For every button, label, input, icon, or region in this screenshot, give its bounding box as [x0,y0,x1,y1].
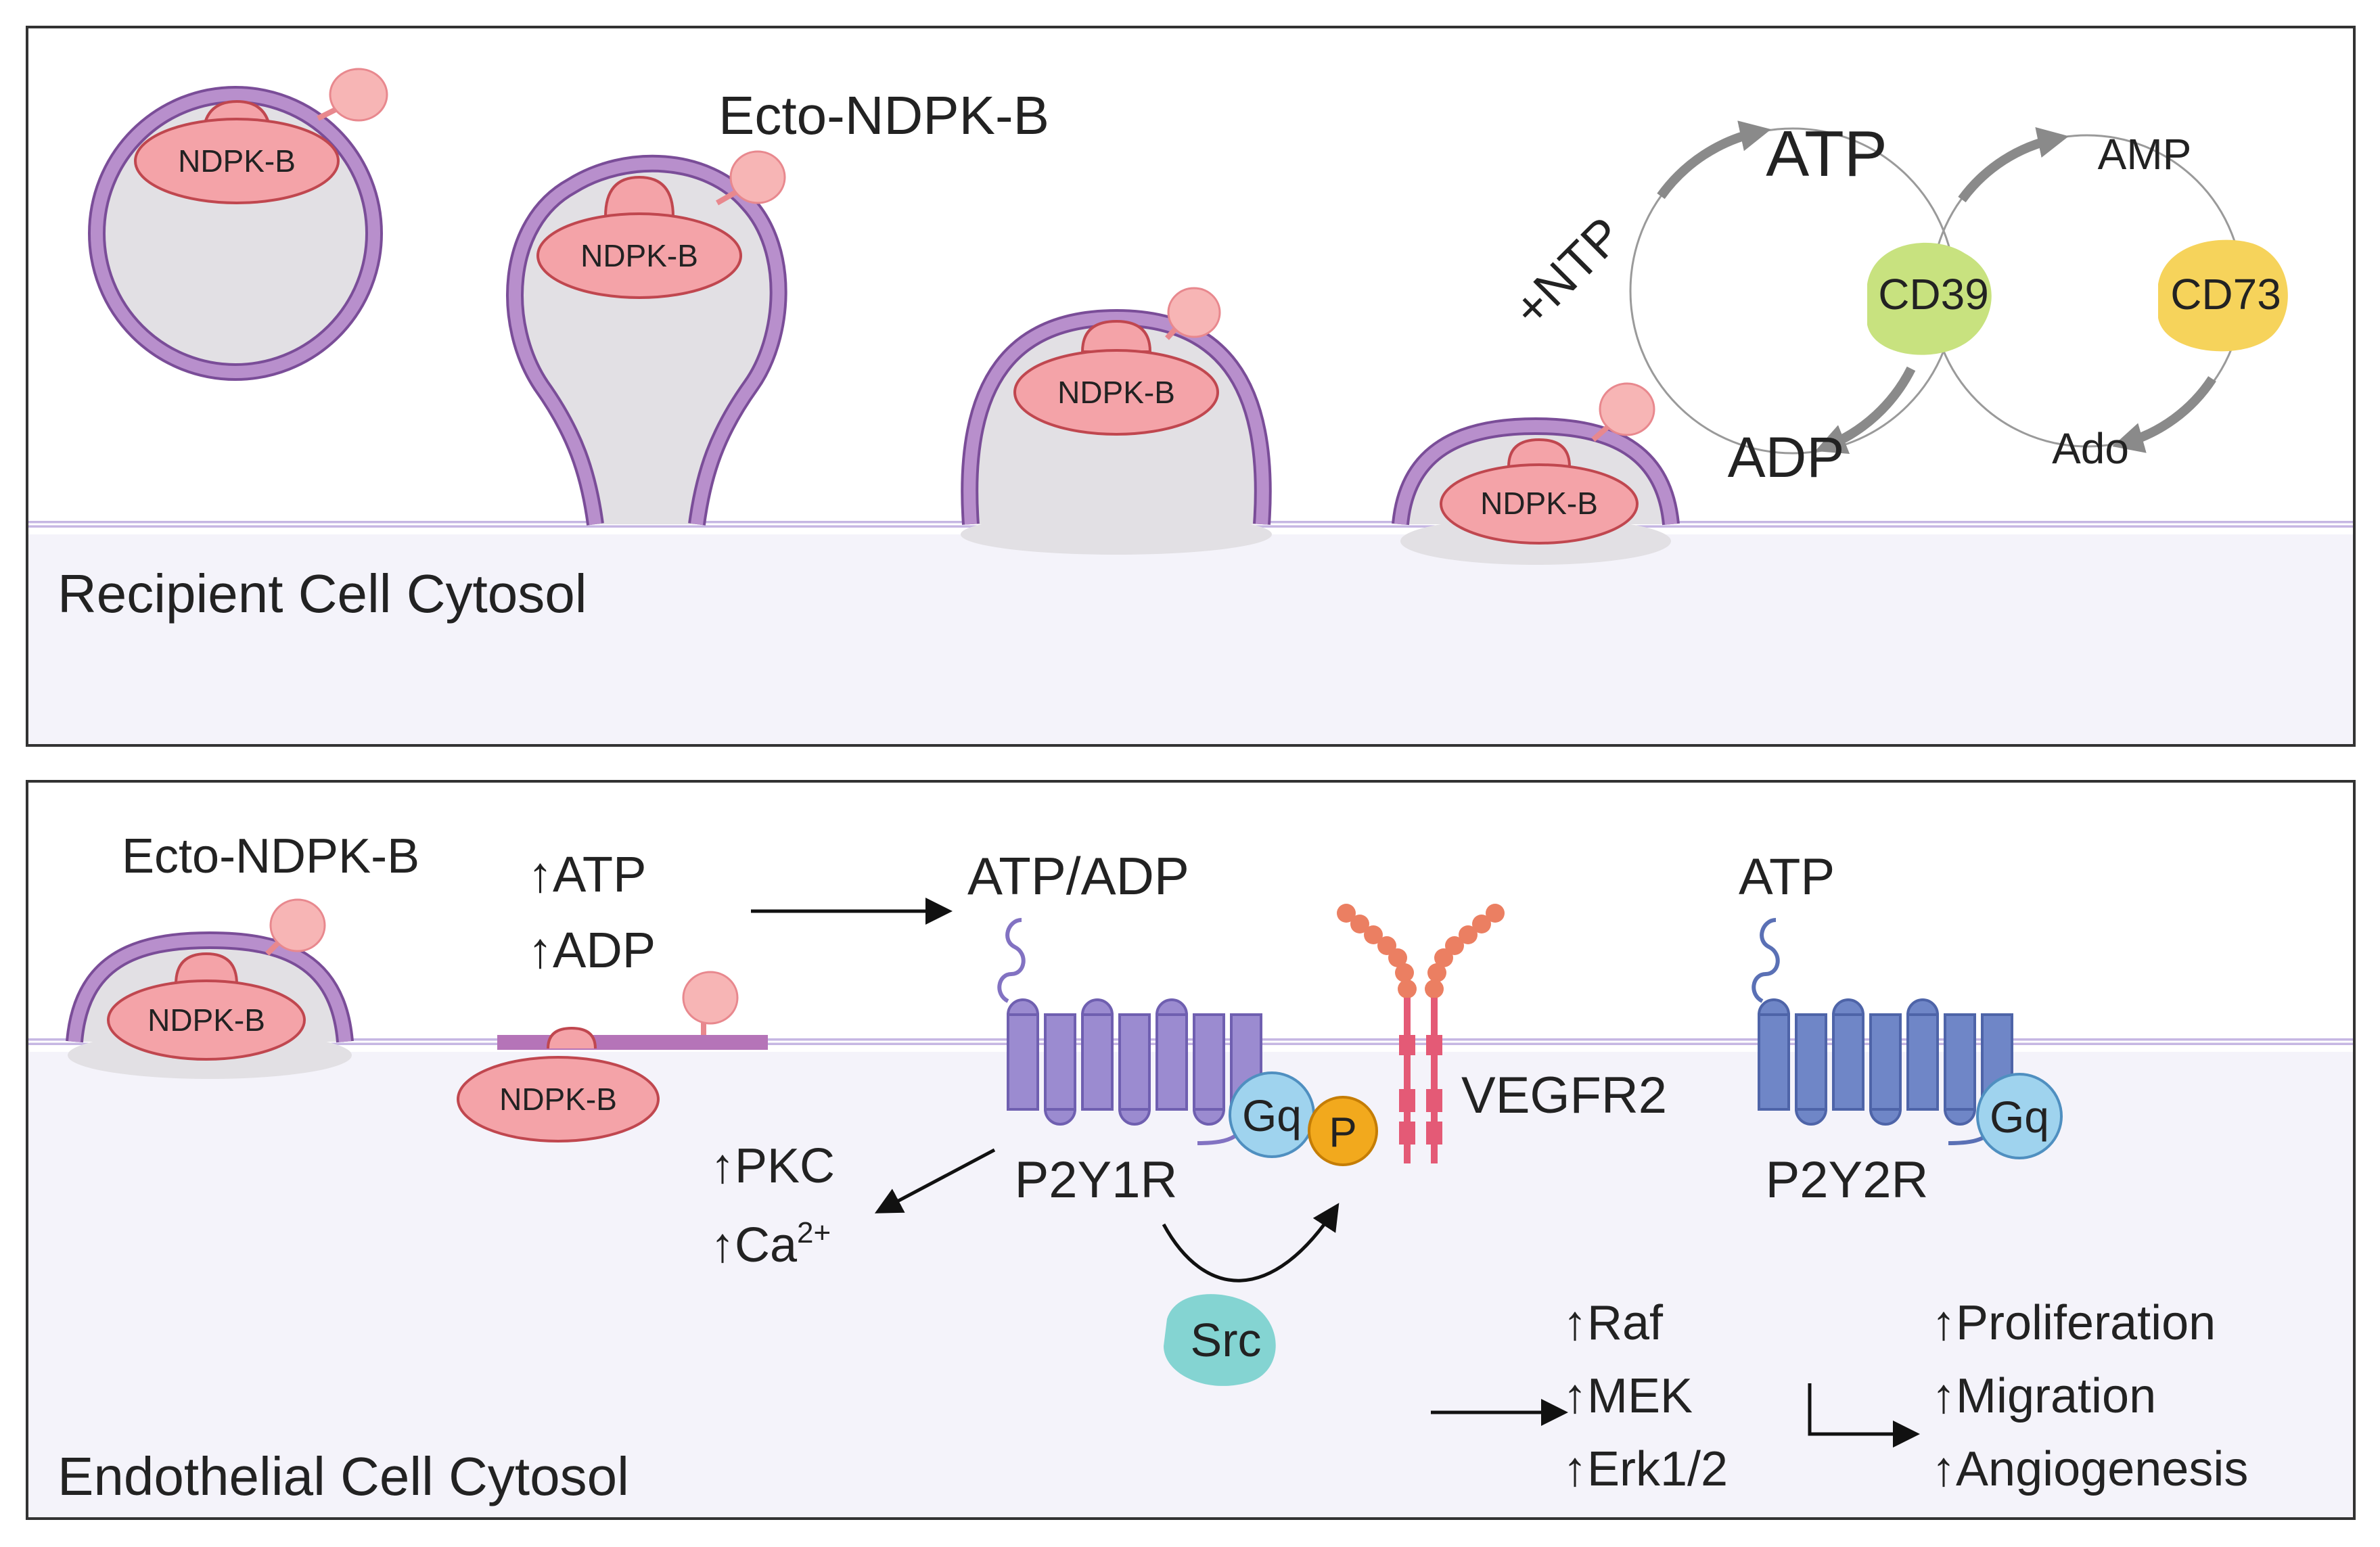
fusing-vesicle-dome: NDPK-B [961,287,1272,555]
ndpk-b-label: NDPK-B [1057,375,1175,410]
ndpk-head-icon [265,898,326,956]
cd73-enzyme: CD73 [2158,239,2288,352]
up-migration-label: ↑Migration [1931,1369,2156,1423]
atp-label: ATP [1766,118,1887,190]
ndpk-b-protein: NDPK-B [107,952,306,1061]
bent-arrow-icon [1808,1383,1920,1448]
recipient-cytosol-area [28,534,2353,744]
n-terminus-icon [997,918,1026,1003]
p2y2r-label: P2Y2R [1766,1151,1929,1209]
up-raf-label: ↑Raf [1563,1296,1664,1350]
adp-label: ADP [1728,425,1845,489]
ecto-ndpk-b-label-bottom: Ecto-NDPK-B [122,829,419,883]
free-exosome: NDPK-B [88,68,388,381]
curved-arrow-icon [1657,120,1771,200]
straight-arrow-icon [874,1148,996,1214]
fusing-vesicle-flat: NDPK-B [1392,382,1680,565]
membrane-ndpk-b: NDPK-B [457,971,768,1142]
ado-label: Ado [2052,424,2129,473]
ndpk-b-label: NDPK-B [1480,486,1598,521]
ndpk-b-protein: NDPK-B [1013,319,1219,436]
ndpk-head-icon [1591,382,1655,442]
bottom-panel: NDPK-B Ecto-NDPK-B NDPK-B ↑ATP ↑ADP ATP/… [26,780,2356,1520]
curved-arrow-icon [2112,376,2216,453]
p2y1r-label: P2Y1R [1015,1151,1178,1209]
ndpk-head-icon [682,971,739,1035]
budding-vesicle-large: NDPK-B Ecto-NDPK-B [506,85,1049,526]
ndpk-head-icon [1165,287,1221,340]
ndpk-head-icon [317,68,388,122]
up-erk-label: ↑Erk1/2 [1563,1442,1728,1496]
ndpk-b-label: NDPK-B [580,238,698,273]
up-proliferation-label: ↑Proliferation [1931,1296,2216,1350]
top-panel: NDPK-B NDPK-B Ecto-NDPK-B [26,26,2356,747]
atp-adp-label: ATP/ADP [967,846,1189,906]
ecto-ndpk-vesicle: NDPK-B [66,898,354,1079]
p2y2r-receptor: Gq P2Y2R [1752,918,2063,1209]
ndpk-b-label: NDPK-B [178,143,296,179]
calcium-charge-superscript: 2+ [797,1216,831,1249]
ndpk-b-protein: NDPK-B [134,99,340,204]
ndpk-b-label: NDPK-B [147,1002,265,1038]
atp-label-p2y2r: ATP [1739,848,1835,906]
vegfr2-receptor: P VEGFR2 [1308,904,1667,1166]
n-terminus-icon [1752,918,1780,1003]
ndpk-b-label: NDPK-B [499,1082,617,1117]
cd73-label: CD73 [2170,270,2281,319]
endothelial-cytosol-area [28,1052,2353,1517]
up-pkc-label: ↑PKC [710,1139,835,1193]
calcium-base-text: ↑Ca [710,1218,798,1272]
cd39-label: CD39 [1878,270,1989,319]
amp-label: AMP [2098,130,2192,179]
gq-label: Gq [1990,1092,2049,1142]
cd39-enzyme: CD39 [1867,242,1992,355]
ndpk-head-icon [716,150,786,206]
gq-label: Gq [1242,1090,1302,1140]
vegfr2-label: VEGFR2 [1461,1067,1667,1124]
gq-protein: Gq [1229,1071,1315,1158]
ecto-ndpk-b-label-top: Ecto-NDPK-B [718,85,1049,145]
gq-protein: Gq [1976,1073,2063,1159]
up-adp-label: ↑ADP [528,922,656,978]
p2y1r-receptor: Gq P2Y1R [997,918,1315,1209]
up-atp-label: ↑ATP [528,846,646,902]
ndpk-b-protein: NDPK-B [536,175,742,299]
src-kinase: Src [1164,1294,1276,1386]
phosphate-group: P [1308,1096,1378,1166]
endothelial-cytosol-label: Endothelial Cell Cytosol [58,1446,629,1506]
up-angiogenesis-label: ↑Angiogenesis [1931,1442,2248,1496]
curved-arrow-icon [1814,366,1916,455]
ndpk-b-protein: NDPK-B [1440,438,1639,545]
vegfr2-ig-domains [1337,904,1505,998]
curved-arrow-icon [1162,1203,1340,1283]
recipient-cytosol-label: Recipient Cell Cytosol [58,563,587,624]
up-mek-label: ↑MEK [1563,1369,1693,1423]
curved-arrow-icon [1958,126,2069,203]
src-label: Src [1191,1314,1262,1366]
phospho-label: P [1329,1109,1356,1156]
up-calcium-label: ↑Ca2+ [710,1216,831,1272]
